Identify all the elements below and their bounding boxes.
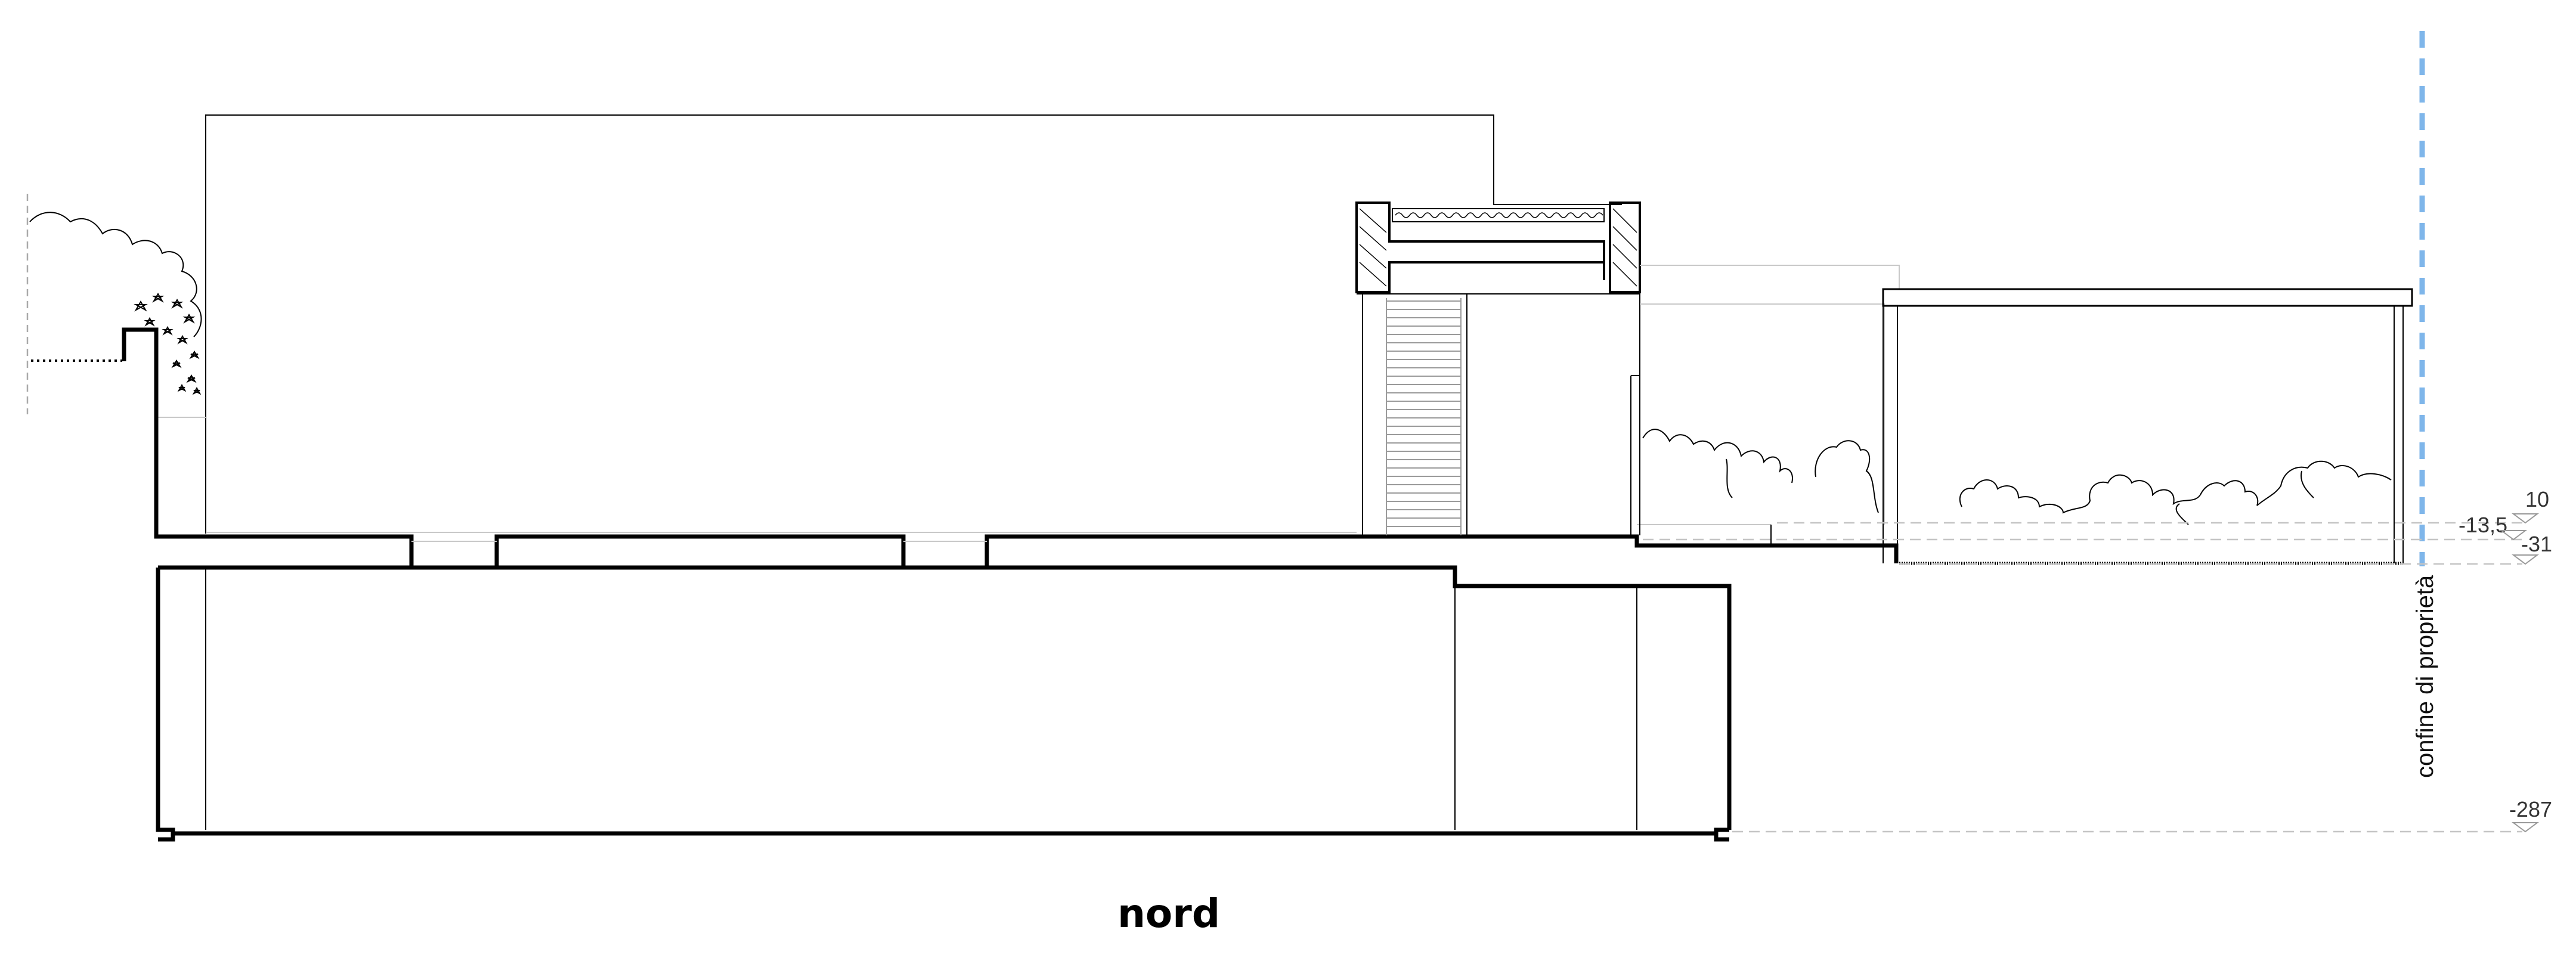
section-cut: [122, 327, 1899, 842]
drawing-title: nord: [1117, 891, 1220, 937]
louver-panel: [1386, 298, 1462, 535]
level-label: 10: [2525, 487, 2549, 512]
left-hedge: [26, 194, 202, 414]
garden-shrubs: [1642, 429, 2392, 525]
level-label: -287: [2509, 797, 2552, 822]
level-markers: 10 -13,5 -31 -287: [1643, 487, 2552, 833]
building-upper: [156, 114, 1622, 534]
level-label: -31: [2521, 532, 2552, 556]
roof-detail: [1355, 202, 1641, 535]
pergola: [1630, 265, 2413, 565]
level-marker: -13,5: [2459, 513, 2527, 541]
level-marker: -31: [2512, 532, 2552, 565]
property-boundary-label: confine di proprietà: [2412, 575, 2438, 778]
level-marker: -287: [2509, 797, 2552, 833]
level-label: -13,5: [2459, 513, 2507, 537]
level-marker: 10: [2512, 487, 2549, 524]
